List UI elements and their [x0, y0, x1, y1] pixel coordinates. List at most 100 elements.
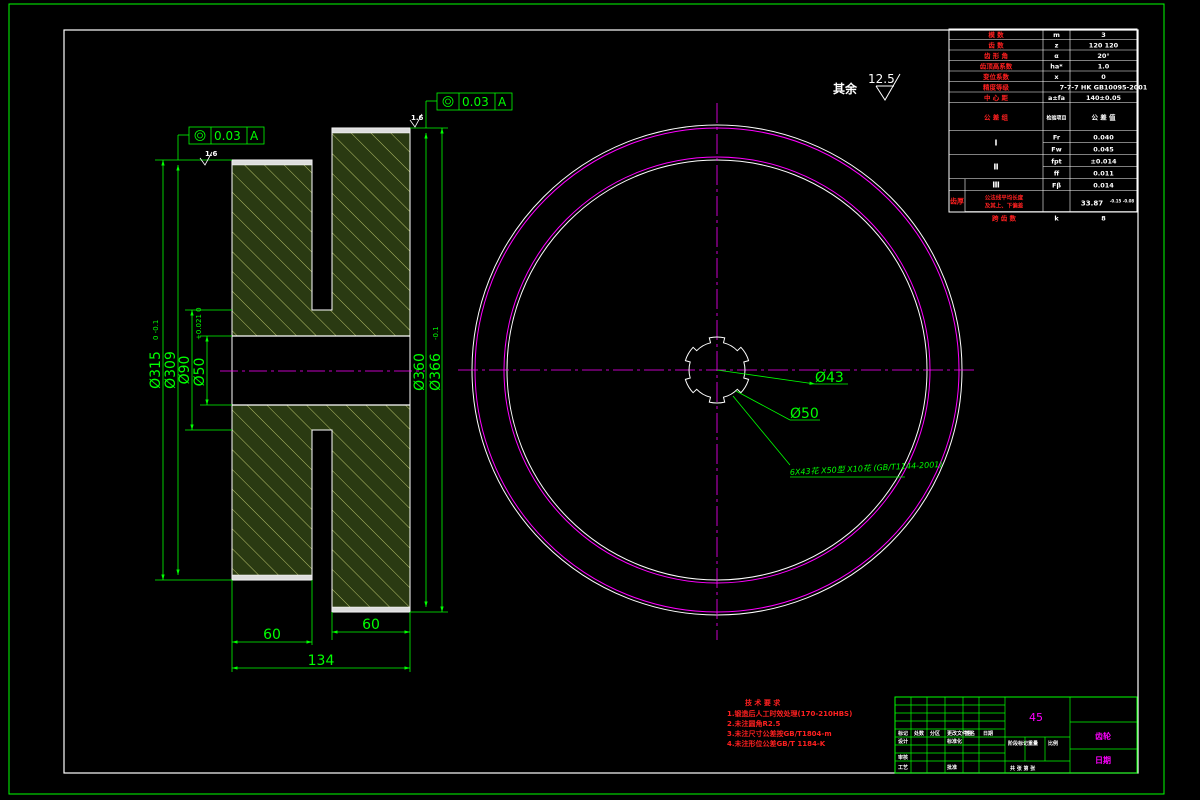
- param-name-1: 齿 数: [988, 41, 1004, 50]
- param-group-header-sym: 检验项目: [1046, 115, 1066, 122]
- spline-note: 6X43花 X50型 X10花 (GB/T1144-2001): [790, 460, 943, 477]
- param-span-val: 33.87: [1081, 200, 1103, 208]
- tech-note-4: 4.未注形位公差GB/T 1184-K: [727, 739, 826, 748]
- dim-d90: Ø90: [177, 356, 193, 385]
- param-sym-2: α: [1054, 52, 1059, 60]
- svg-text:0.03: 0.03: [462, 95, 489, 109]
- param-val-2: 20°: [1097, 52, 1109, 60]
- svg-text:更改文件号: 更改文件号: [947, 730, 972, 737]
- general-roughness-value: 12.5: [868, 72, 895, 86]
- general-roughness-label: 其余: [833, 81, 858, 96]
- svg-text:工艺: 工艺: [898, 764, 908, 771]
- gdt-frame-left: 0.03 A: [177, 126, 265, 160]
- param-group-header-val: 公 差 值: [1091, 113, 1116, 122]
- section-view: Ø315 0 -0.1 Ø309 Ø90 Ø50 +0.021 0 Ø360 Ø…: [148, 92, 513, 672]
- param-group-0-val-0: 0.040: [1093, 134, 1114, 142]
- concentricity-icon: [442, 96, 454, 107]
- param-group-2-sym-0: Fβ: [1052, 182, 1061, 190]
- param-side-label: 齿厚: [950, 197, 964, 206]
- general-roughness-note: 其余 12.5: [833, 72, 901, 101]
- date-label: 日期: [1095, 755, 1111, 765]
- param-name-0: 模 数: [988, 30, 1004, 39]
- svg-text:审核: 审核: [898, 754, 908, 761]
- param-group-1-sym-1: ff: [1054, 170, 1060, 178]
- param-name-3: 齿顶高系数: [980, 62, 1013, 71]
- dim-total-width: 134: [308, 653, 335, 669]
- svg-text:日期: 日期: [983, 730, 993, 737]
- sheet-outer-border: [8, 3, 1165, 795]
- svg-text:A: A: [498, 95, 507, 109]
- svg-text:处数: 处数: [913, 730, 925, 737]
- param-sym-0: m: [1053, 31, 1060, 39]
- roughness-right: 1.6: [409, 113, 424, 128]
- gdt-frame-right: 0.03 A: [425, 92, 513, 128]
- svg-text:A: A: [250, 129, 259, 143]
- dim-d360: Ø360: [412, 353, 428, 391]
- param-sym-1: z: [1055, 42, 1059, 50]
- svg-text:重量: 重量: [1028, 740, 1038, 747]
- svg-text:设计: 设计: [898, 738, 908, 745]
- dim-d366-tol: -0.1: [432, 326, 440, 340]
- dim-d366: Ø366: [428, 353, 444, 391]
- param-val-1: 120 120: [1089, 42, 1119, 50]
- roughness-left: 1.6: [199, 150, 218, 166]
- svg-text:0.03: 0.03: [214, 129, 241, 143]
- param-val-5: 7-7-7 HK GB10095-2001: [1060, 84, 1148, 92]
- param-val-0: 3: [1101, 31, 1106, 39]
- param-group-1-val-1: 0.011: [1093, 170, 1114, 178]
- section-hatch-upper: [231, 127, 411, 337]
- param-group-0-sym-1: Fw: [1051, 146, 1061, 154]
- svg-text:分区: 分区: [930, 730, 940, 737]
- param-val-4: 0: [1101, 73, 1106, 81]
- section-hatch-lower: [231, 404, 411, 613]
- svg-text:批准: 批准: [947, 764, 957, 771]
- param-name-2: 齿 形 角: [984, 51, 1008, 60]
- dim-hub-width: 60: [263, 627, 281, 643]
- tech-note-2: 2.未注圆角R2.5: [727, 719, 780, 728]
- dim-rim-width: 60: [362, 617, 380, 633]
- param-group-2: Ⅲ: [992, 181, 1000, 190]
- svg-text:签名: 签名: [964, 730, 975, 737]
- param-group-1-sym-0: fpt: [1051, 158, 1062, 166]
- concentricity-icon: [194, 130, 206, 141]
- dim-d315-tol: 0 -0.1: [152, 320, 160, 340]
- tech-notes-title: 技 术 要 求: [745, 698, 781, 707]
- svg-text:1.6: 1.6: [205, 150, 218, 158]
- param-group-1: Ⅱ: [993, 163, 998, 172]
- spline-bore: [684, 336, 750, 404]
- sheet-inner-border: [63, 29, 1139, 774]
- part-name: 齿轮: [1095, 731, 1111, 741]
- spline-d43-label: Ø43: [815, 370, 844, 386]
- svg-text:比例: 比例: [1048, 740, 1058, 747]
- tech-note-3: 3.未注尺寸公差按GB/T1804-m: [727, 729, 832, 738]
- param-group-0-sym-0: Fr: [1053, 134, 1061, 142]
- param-group-2-val-0: 0.014: [1093, 182, 1114, 190]
- end-view: Ø43 Ø50 6X43花 X50型 X10花 (GB/T1144-2001): [458, 103, 975, 640]
- svg-text:共 张 第 张: 共 张 第 张: [1010, 765, 1036, 772]
- param-span-tol: -0.15 -0.08: [1110, 199, 1135, 204]
- param-group-1-val-0: ±0.014: [1090, 158, 1116, 166]
- param-span-desc-2: 及其上、下偏差: [985, 202, 1024, 210]
- param-span-count-val: 8: [1101, 215, 1106, 223]
- param-sym-6: a±fa: [1048, 94, 1065, 102]
- svg-text:标记: 标记: [897, 730, 908, 737]
- dim-d50: Ø50: [192, 358, 208, 387]
- param-sym-4: x: [1054, 73, 1059, 81]
- param-val-3: 1.0: [1098, 63, 1110, 71]
- dim-d315: Ø315: [148, 351, 164, 389]
- param-span-count-name: 跨 齿 数: [992, 214, 1017, 223]
- param-val-6: 140±0.05: [1086, 94, 1122, 102]
- material-label: 45: [1029, 711, 1043, 724]
- svg-text:1.6: 1.6: [411, 114, 424, 122]
- param-group-0: Ⅰ: [995, 139, 998, 148]
- svg-text:标准化: 标准化: [946, 738, 962, 745]
- param-name-6: 中 心 距: [984, 93, 1009, 102]
- tech-note-1: 1.锻造后人工时效处理(170-210HBS): [727, 709, 852, 718]
- param-group-header-name: 公 差 组: [984, 113, 1009, 122]
- param-group-0-val-1: 0.045: [1093, 146, 1114, 154]
- spline-d50-label: Ø50: [790, 406, 819, 422]
- param-sym-3: ha*: [1050, 63, 1063, 71]
- dim-d309: Ø309: [163, 351, 179, 389]
